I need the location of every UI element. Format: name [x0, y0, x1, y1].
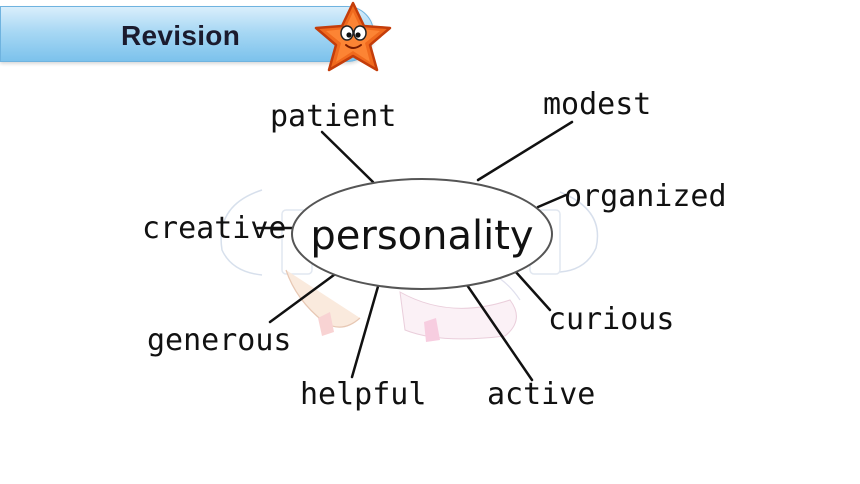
word-labels: patient modest organized creative curiou…: [142, 87, 727, 412]
connector-lines: [256, 120, 574, 382]
title-banner: Revision: [0, 6, 374, 62]
line-modest: [476, 120, 574, 182]
word-organized: organized: [564, 179, 727, 214]
word-active: active: [487, 377, 595, 412]
word-creative: creative: [142, 211, 287, 246]
word-generous: generous: [147, 323, 292, 358]
word-patient: patient: [270, 99, 396, 134]
page-title: Revision: [121, 20, 241, 51]
center-label: personality: [310, 213, 533, 259]
word-helpful: helpful: [300, 377, 426, 412]
cartoon-star-icon: [314, 1, 392, 72]
background-illustration: [220, 189, 599, 342]
line-patient: [320, 130, 375, 184]
line-curious: [513, 269, 552, 312]
word-curious: curious: [548, 302, 674, 337]
line-active: [465, 283, 534, 382]
line-generous: [268, 270, 340, 324]
center-node: [291, 178, 553, 290]
word-modest: modest: [543, 87, 651, 122]
line-organized: [536, 193, 568, 209]
line-helpful: [350, 281, 381, 379]
